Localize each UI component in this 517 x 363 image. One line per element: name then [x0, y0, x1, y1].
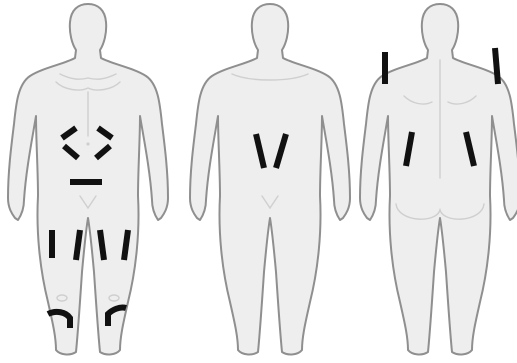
marker-back-right-upper-arm [495, 48, 498, 84]
front-navel [86, 142, 89, 145]
side-view-figure [190, 4, 350, 354]
marker-front-right-thigh-outer [124, 230, 128, 260]
marker-front-right-thigh-inner [100, 230, 104, 260]
side-body-outline [190, 4, 350, 354]
marker-front-left-thigh-inner [76, 230, 80, 260]
